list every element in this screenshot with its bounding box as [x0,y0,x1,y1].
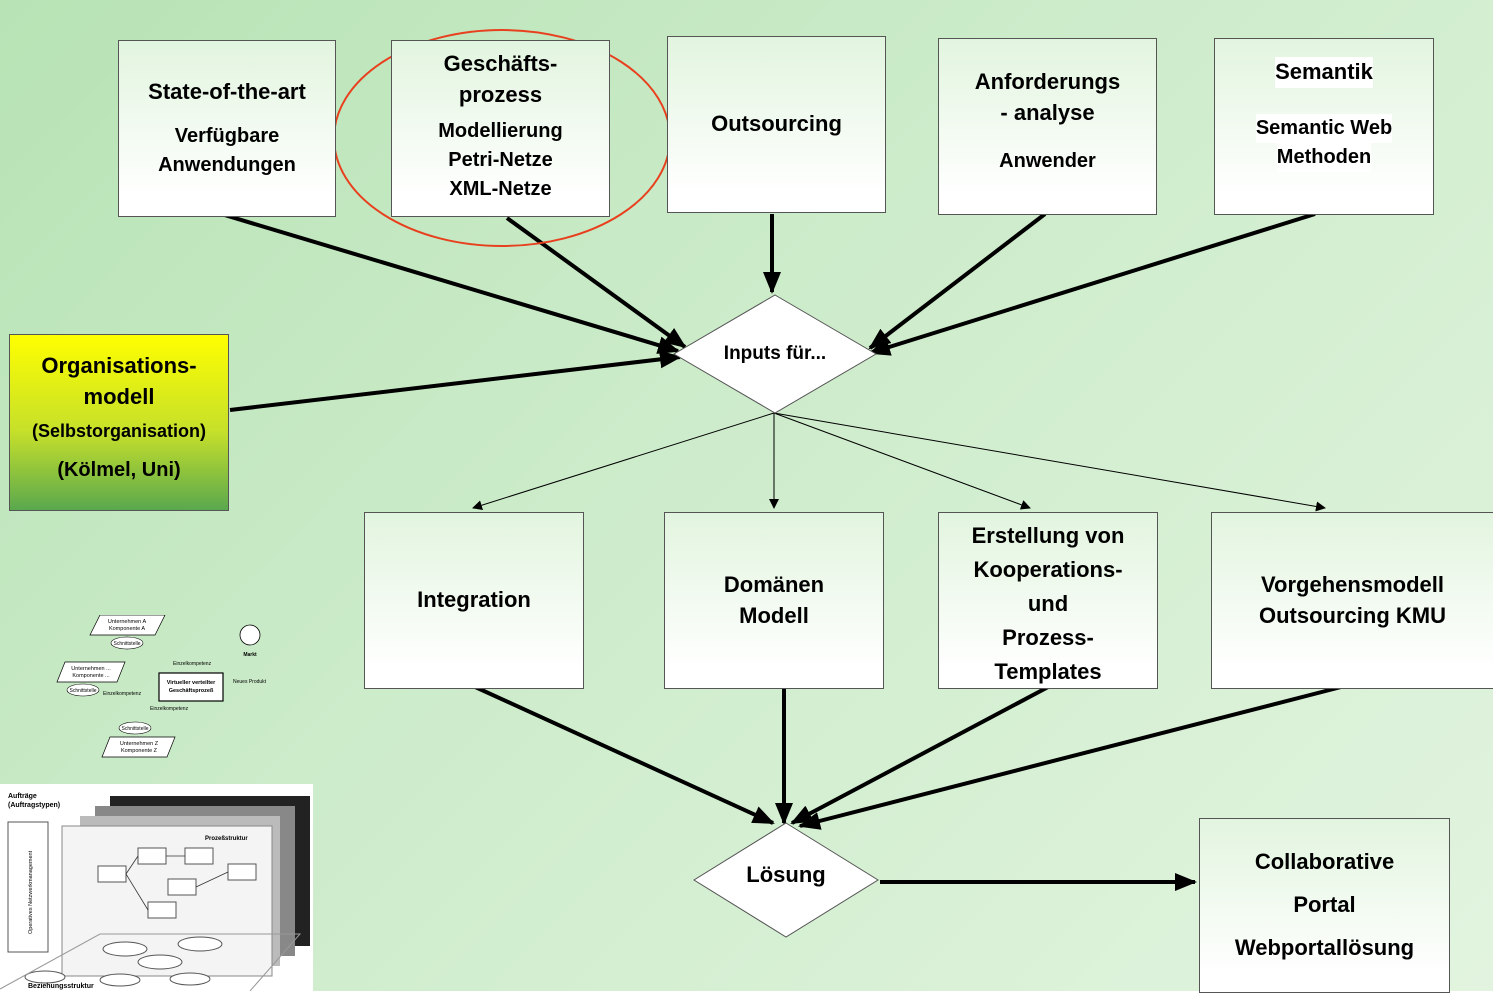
semantik-line1: Semantic Web [1255,113,1393,143]
vp-unternehmen-z: Unternehmen Z [120,741,159,747]
erstellung-templates-box: Erstellung von Kooperations- und Prozess… [938,512,1158,689]
vp-unternehmen-dots: Unternehmen ... [71,666,111,672]
virtual-process-thumbnail: Unternehmen A Komponente A Schnittstelle… [56,615,267,758]
integration-box: Integration [364,512,584,689]
integration-label: Integration [417,587,531,613]
state-line2: Anwendungen [158,153,296,176]
net-operativ: Operatives Netzwerkmanagement [28,850,34,934]
collaborative-portal-box: Collaborative Portal Webportallösung [1199,818,1450,993]
vp-einzel-1: Einzelkompetenz [173,661,212,667]
geschaeft-title2: prozess [458,81,543,107]
semantik-line2: Methoden [1276,142,1372,172]
domaenen-modell-box: Domänen Modell [664,512,884,689]
inputs-diamond-label: Inputs für... [723,343,827,364]
state-title: State-of-the-art [148,79,306,105]
arrow-inputs-to-erstellung [773,412,1031,510]
arrow-erstellung-to-loesung [790,684,1051,825]
vp-schnittstelle-3: Schnittstelle [122,726,149,732]
vp-komponente-z: Komponente Z [121,748,158,754]
domaenen-line1: Domänen [723,571,825,597]
erstellung-line1: Erstellung von [971,523,1125,548]
semantik-title: Semantik [1275,57,1373,88]
inputs-diamond-shape [673,294,877,414]
vp-schnittstelle-2: Schnittstelle [70,688,97,694]
anforderungsanalyse-box: Anforderungs - analyse Anwender [938,38,1157,215]
org-title2: modell [83,383,155,409]
vp-unternehmen-a: Unternehmen A [108,619,147,625]
geschaeft-title1: Geschäfts- [443,51,558,76]
state-of-the-art-box: State-of-the-art Verfügbare Anwendungen [118,40,336,217]
outsourcing-box: Outsourcing [667,36,886,213]
net-auftraege: Aufträge [8,793,37,800]
erstellung-line5: Templates [994,659,1102,685]
vp-schnittstelle-1: Schnittstelle [114,641,141,647]
vp-neues-produkt: Neues Produkt [233,679,267,685]
arrow-inputs-to-vorgehen [773,412,1326,512]
loesung-diamond-label: Lösung [746,862,826,887]
vp-einzel-3: Einzelkompetenz [150,706,189,712]
net-prozessstruktur: Prozeßstruktur [205,836,248,842]
outsourcing-title: Outsourcing [711,111,842,137]
vp-einzel-2: Einzelkompetenz [103,691,142,697]
domaenen-line2: Modell [739,602,809,628]
arrow-integration-to-loesung [472,684,775,825]
vp-komponente-a: Komponente A [109,626,145,632]
org-title1: Organisations- [41,353,197,378]
arrow-geschaeft-to-inputs [505,216,687,349]
state-line1: Verfügbare [174,124,280,147]
geschaeft-line2: Petri-Netze [448,148,553,171]
loesung-diamond-shape [693,822,879,938]
geschaeft-line1: Modellierung [438,119,563,142]
erstellung-line4: Prozess- [1002,625,1094,651]
organisationsmodell-box: Organisations- modell (Selbstorganisatio… [9,334,229,511]
vorgehen-line1: Vorgehensmodell [1261,571,1444,597]
vp-komponente-dots: Komponente ... [72,673,110,679]
erstellung-line3: und [1027,591,1069,617]
anforderung-title2: - analyse [1000,99,1095,125]
net-beziehung: Beziehungsstruktur [28,983,94,990]
org-line1: (Selbstorganisation) [31,420,206,441]
arrow-org-to-inputs [229,350,682,412]
vp-markt: Markt [243,652,257,658]
arrow-inputs-to-integration [472,412,775,511]
portal-line3: Webportallösung [1234,934,1415,960]
vorgehen-line2: Outsourcing KMU [1259,602,1446,628]
vorgehensmodell-box: Vorgehensmodell Outsourcing KMU [1211,512,1493,689]
net-auftragstypen: (Auftragstypen) [8,802,60,809]
arrow-anforderung-to-inputs [868,212,1047,350]
network-structure-thumbnail: Aufträge (Auftragstypen) Prozeßstruktur … [0,784,313,991]
portal-line2: Portal [1293,892,1356,918]
arrow-semantik-to-inputs [868,212,1316,356]
anforderung-line1: Anwender [999,149,1096,172]
vp-title-2: Geschäftsprozeß [169,688,214,694]
semantik-box: Semantik Semantic Web Methoden [1214,38,1434,215]
geschaeftsprozess-box: Geschäfts- prozess Modellierung Petri-Ne… [391,40,610,217]
org-line2: (Kölmel, Uni) [57,458,181,481]
vp-title-1: Virtueller verteilter [167,680,216,686]
portal-line1: Collaborative [1254,849,1395,875]
geschaeft-line3: XML-Netze [449,177,552,200]
arrow-state-to-inputs [207,208,680,354]
anforderung-title1: Anforderungs [974,69,1121,94]
erstellung-line2: Kooperations- [973,557,1123,583]
arrow-vorgehen-to-loesung [798,684,1346,830]
